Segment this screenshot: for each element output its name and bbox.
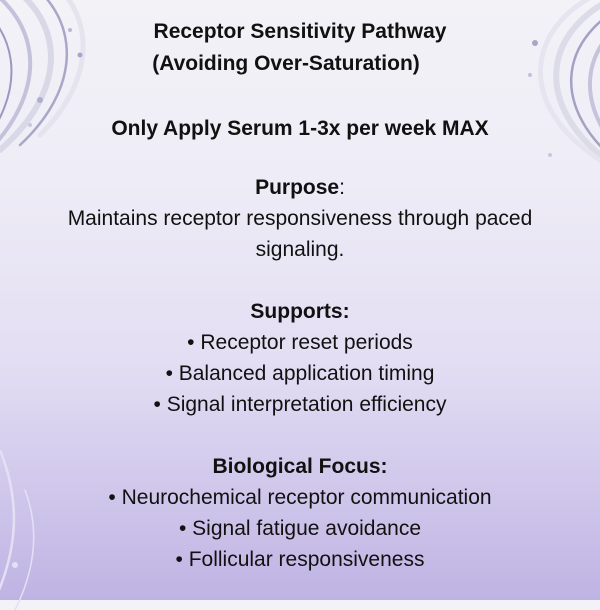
purpose-text-line-2: signaling. xyxy=(255,238,345,261)
supports-item: • Balanced application timing xyxy=(165,362,435,385)
purpose-colon: : xyxy=(339,176,345,199)
biological-focus-heading: Biological Focus: xyxy=(212,455,388,478)
supports-item: • Receptor reset periods xyxy=(187,331,413,354)
biological-focus-item: • Neurochemical receptor communication xyxy=(108,486,492,509)
title-line-2: (Avoiding Over-Saturation) xyxy=(152,52,420,75)
supports-item: • Signal interpretation efficiency xyxy=(153,393,447,416)
supports-heading: Supports: xyxy=(250,300,350,323)
purpose-heading: Purpose: xyxy=(0,176,600,200)
frequency-note: Only Apply Serum 1-3x per week MAX xyxy=(111,117,489,140)
purpose-heading-label: Purpose xyxy=(255,176,340,199)
biological-focus-item: • Follicular responsiveness xyxy=(175,548,425,571)
biological-focus-item: • Signal fatigue avoidance xyxy=(178,517,422,540)
title-line-1: Receptor Sensitivity Pathway xyxy=(153,20,447,43)
purpose-text-line-1: Maintains receptor responsiveness throug… xyxy=(67,207,533,230)
